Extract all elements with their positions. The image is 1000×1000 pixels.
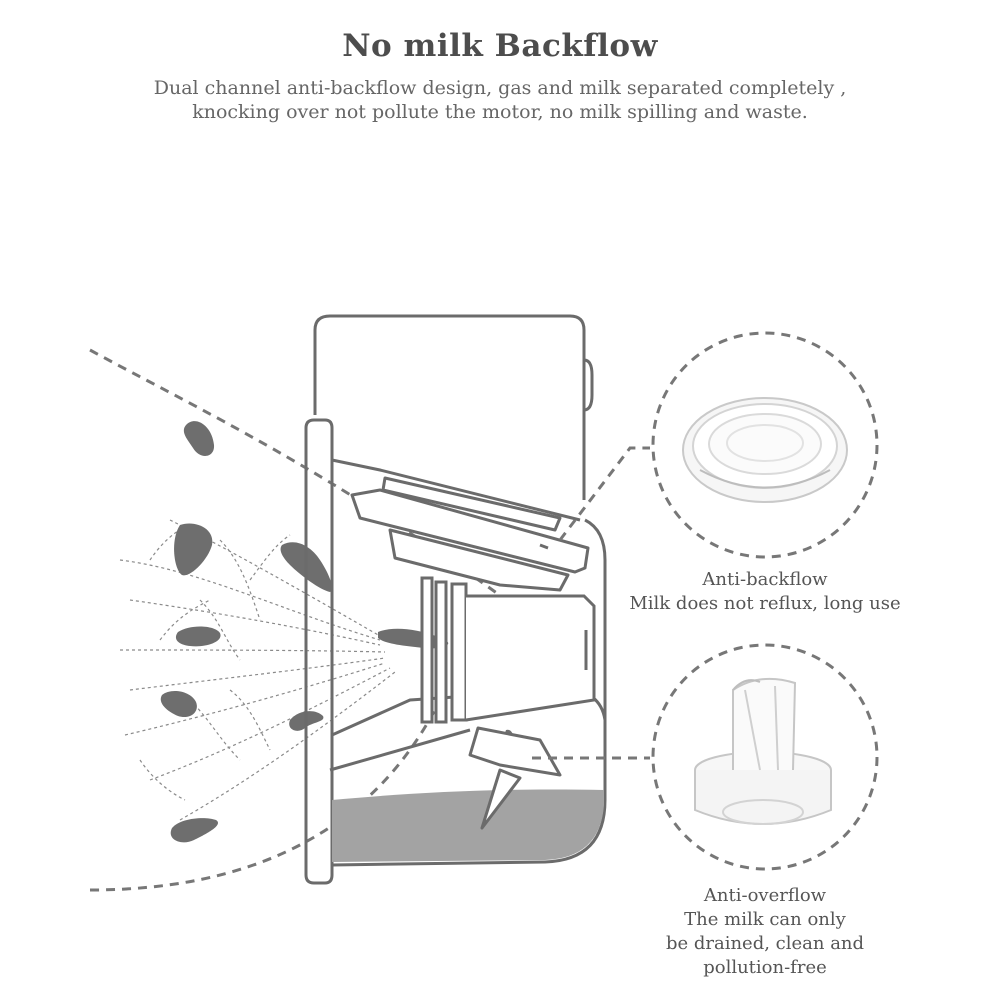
subtitle-line-1: Dual channel anti-backflow design, gas a… bbox=[153, 77, 847, 99]
anti-overflow-title: Anti-overflow bbox=[703, 885, 827, 906]
anti-backflow-description: Milk does not reflux, long use bbox=[629, 593, 901, 614]
anti-overflow-description-3: pollution-free bbox=[703, 957, 827, 978]
duckbill-valve bbox=[468, 726, 562, 830]
anti-overflow-caption: Anti-overflow The milk can only be drain… bbox=[620, 884, 910, 980]
milk-ducts bbox=[119, 519, 396, 821]
valve-disk bbox=[350, 476, 590, 592]
anti-overflow-description-1: The milk can only bbox=[684, 909, 846, 930]
anti-backflow-disk-icon bbox=[682, 397, 848, 503]
subtitle-line-2: knocking over not pollute the motor, no … bbox=[192, 101, 808, 123]
anti-backflow-title: Anti-backflow bbox=[702, 569, 828, 590]
page-title: No milk Backflow bbox=[342, 28, 658, 64]
duckbill-valve-icon bbox=[694, 677, 832, 825]
anti-backflow-callout bbox=[651, 331, 879, 559]
callout-connectors bbox=[532, 446, 650, 760]
anti-overflow-description-2: be drained, clean and bbox=[665, 933, 865, 954]
anti-overflow-callout bbox=[651, 643, 879, 871]
breast-outline bbox=[89, 348, 521, 892]
milk-pool bbox=[332, 789, 604, 862]
anti-backflow-caption: Anti-backflow Milk does not reflux, long… bbox=[600, 568, 930, 616]
connector-tube bbox=[420, 576, 596, 724]
